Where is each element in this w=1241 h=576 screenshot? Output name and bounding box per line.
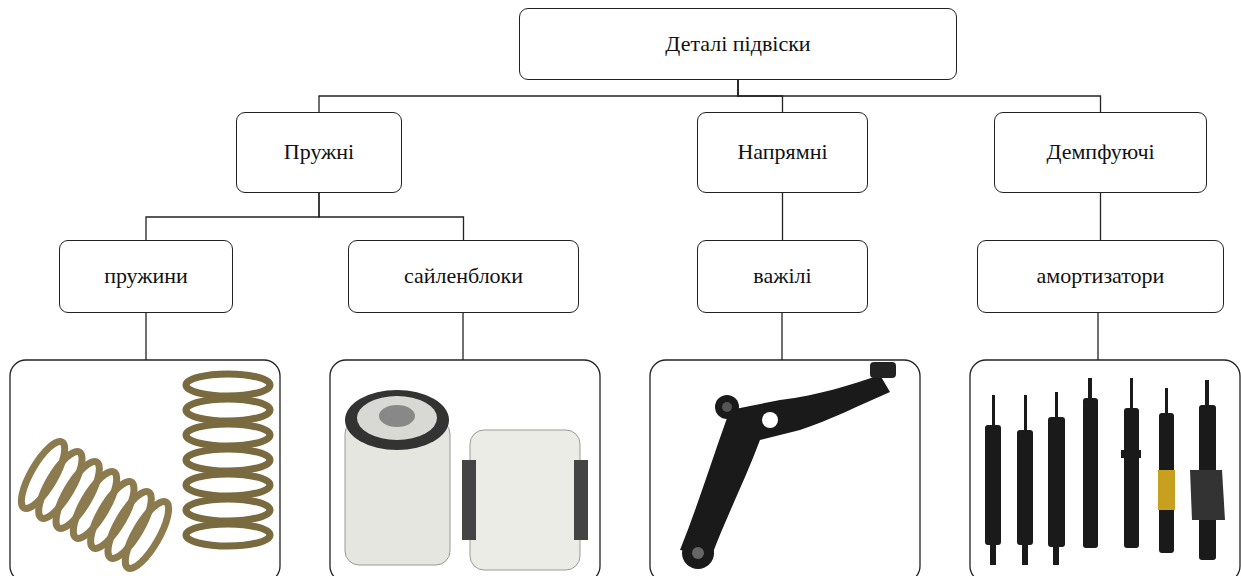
node-label: сайленблоки — [404, 263, 523, 289]
node-label: амортизатори — [1037, 263, 1165, 289]
spring-picture — [14, 374, 270, 574]
node-label: пружини — [104, 263, 188, 289]
node-label: Деталі підвіски — [665, 31, 810, 57]
control-arm-picture — [680, 362, 896, 569]
category-box: Демпфуючі — [994, 112, 1207, 193]
node-label: важілі — [753, 263, 811, 289]
tree-connector — [319, 193, 464, 240]
shock-absorber-picture — [985, 378, 1225, 565]
category-box: Пружні — [236, 112, 402, 193]
category-box: Напрямні — [697, 112, 868, 193]
node-label: Пружні — [284, 139, 354, 165]
bushing-picture — [345, 390, 588, 570]
picture-frames — [10, 360, 1240, 576]
node-label: Напрямні — [737, 139, 827, 165]
category-box: пружини — [59, 240, 233, 313]
category-box: Деталі підвіски — [519, 8, 957, 80]
tree-connector — [319, 80, 738, 112]
category-box: важілі — [697, 240, 868, 313]
category-box: амортизатори — [977, 240, 1224, 313]
leader-lines — [146, 313, 1098, 360]
tree-connector — [782, 193, 783, 240]
tree-connector — [738, 80, 1101, 112]
category-box: сайленблоки — [348, 240, 579, 313]
node-label: Демпфуючі — [1046, 139, 1154, 165]
tree-connector — [1100, 193, 1101, 240]
tree-connector — [146, 193, 319, 240]
